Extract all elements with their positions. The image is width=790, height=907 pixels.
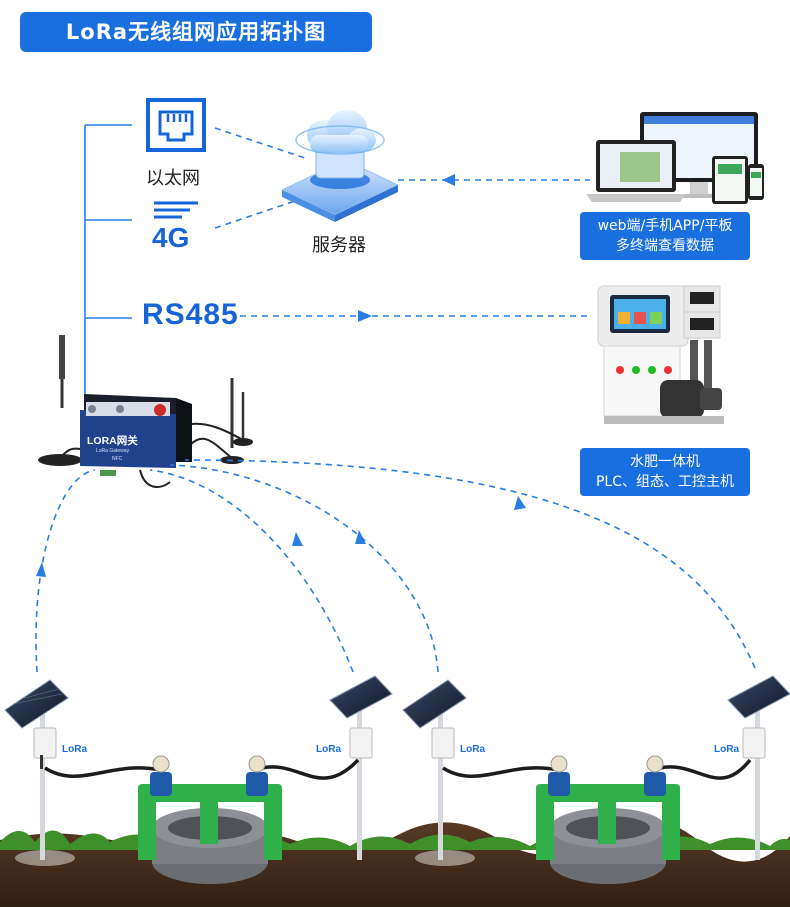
server-label: 服务器 [312,235,366,256]
lora-tag-2: LoRa [316,744,341,755]
gateway-sublabel: LoRa Gateway [96,448,130,454]
plc-terminal-line-2: PLC、组态、工控主机 [595,474,735,490]
server-to-web-arrow [442,174,455,186]
node-group-left [4,675,393,884]
lora-tag-4: LoRa [714,744,739,755]
lora-tag-1: LoRa [62,744,87,755]
gateway-nfc: NFC [112,456,123,462]
web-terminal-box: web端/手机APP/平板 多终端查看数据 [580,212,750,260]
lora-wireless-links [35,459,756,673]
cloud-server-icon [280,110,400,222]
ethernet-port-icon [146,98,206,152]
cellular-label: 4G [152,222,190,253]
rs485-arrow [358,310,372,322]
web-terminal-line-1: web端/手机APP/平板 [597,218,733,234]
fertigation-machine [597,285,724,424]
lora-tag-3: LoRa [460,744,485,755]
ethernet-label: 以太网 [146,168,200,189]
server-links [214,127,590,317]
lora-link-arrows [36,496,526,577]
lora-gateway-icon [38,335,253,488]
web-terminal-devices [586,112,764,204]
rs485-label: RS485 [142,298,239,331]
page-title: LoRa无线组网应用拓扑图 [20,12,372,52]
gateway-label: LORA网关 [87,434,138,447]
node-group-right [402,675,790,884]
web-terminal-line-2: 多终端查看数据 [616,238,714,254]
plc-terminal-line-1: 水肥一体机 [630,454,700,470]
cellular-4g-icon [154,201,198,219]
plc-terminal-box: 水肥一体机 PLC、组态、工控主机 [580,448,750,496]
uplink-bus [84,124,132,395]
